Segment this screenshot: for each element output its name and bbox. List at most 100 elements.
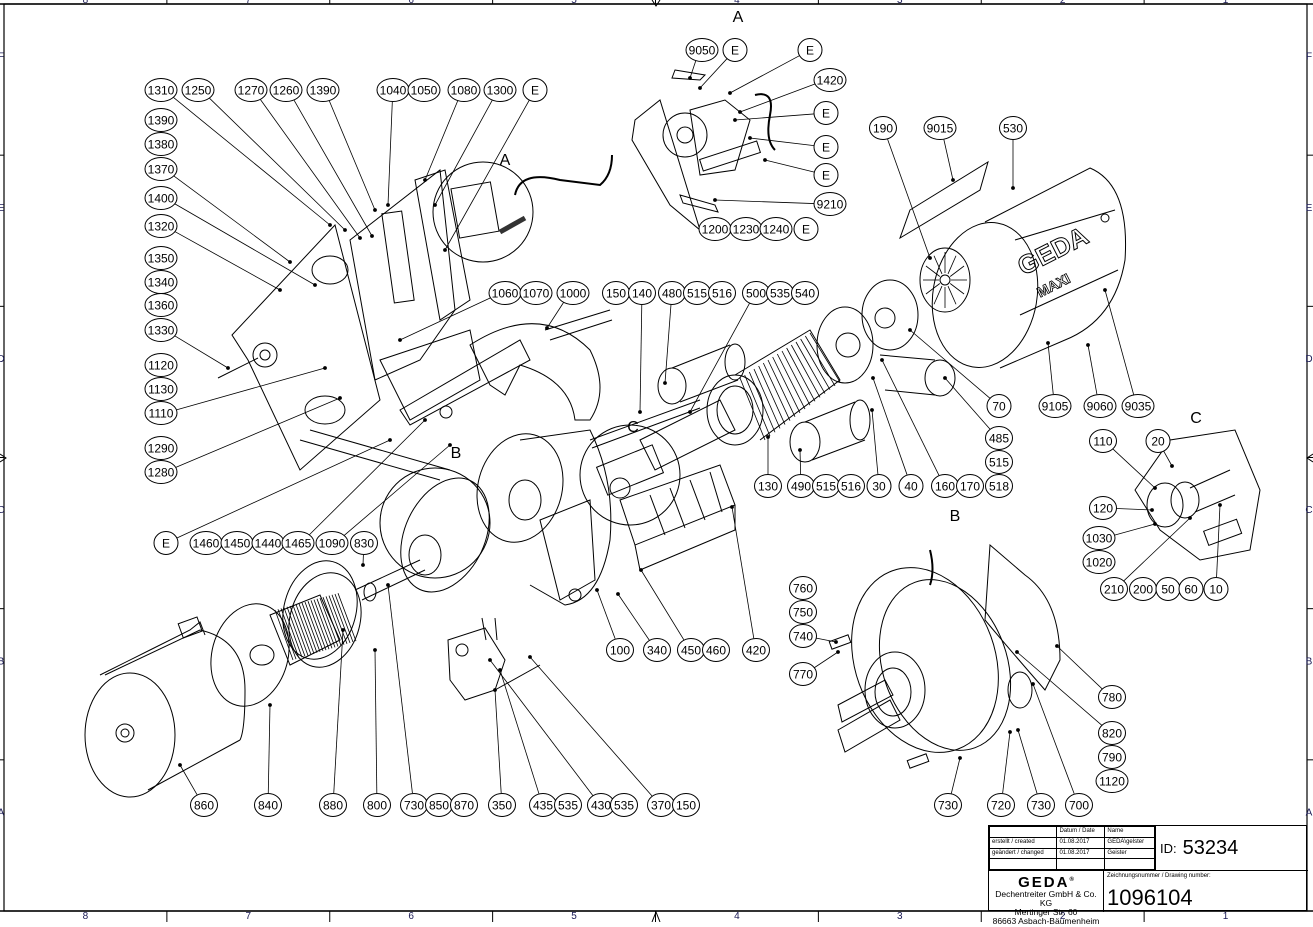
view-label-a: A — [733, 9, 744, 26]
leader-arrow-icon — [689, 77, 692, 80]
callout-balloon: 530 — [1000, 117, 1027, 140]
tb-row-label: geändert / changed — [990, 848, 1057, 859]
leader-line — [1048, 343, 1053, 394]
leader-line — [174, 97, 330, 225]
leader-line — [490, 660, 593, 795]
tb-company-block: GEDA® Dechentreiter GmbH & Co. KG Mertin… — [989, 870, 1104, 912]
callout-number: 1390 — [310, 84, 337, 98]
callout-number: 540 — [795, 287, 815, 301]
zone-row-label: D — [1305, 354, 1312, 365]
leader-arrow-icon — [1154, 487, 1157, 490]
zone-column-label: 8 — [83, 911, 89, 922]
zone-row-label: D — [0, 354, 5, 365]
callout-number: 1400 — [148, 192, 175, 206]
callout-number: 1000 — [560, 287, 587, 301]
callout-number: 1120 — [148, 359, 174, 373]
end-shield-70 — [862, 280, 918, 350]
callout-balloon: 1240 — [760, 218, 792, 241]
callout-number: E — [822, 169, 830, 183]
callout-number: 515 — [816, 480, 836, 494]
leader-lines — [174, 56, 1222, 796]
leader-line — [1033, 684, 1074, 794]
callout-balloon: 1120 — [145, 354, 177, 377]
zone-row-label: A — [1306, 807, 1313, 818]
callout-number: 1280 — [148, 466, 175, 480]
title-block: Datum / Date Name erstellt / created 01.… — [988, 825, 1307, 911]
callout-balloon: 1390 — [145, 109, 177, 132]
callout-number: 1020 — [1086, 556, 1113, 570]
leader-arrow-icon — [749, 137, 752, 140]
leader-arrow-icon — [944, 377, 947, 380]
leader-arrow-icon — [1012, 187, 1015, 190]
callout-number: 1340 — [148, 276, 175, 290]
callout-balloon: 535 — [611, 794, 638, 817]
leader-arrow-icon — [596, 589, 599, 592]
drum-housing-860 — [85, 617, 245, 797]
leader-line — [329, 101, 375, 210]
leader-arrow-icon — [399, 339, 402, 342]
callout-number: 1230 — [733, 223, 760, 237]
leader-line — [294, 100, 372, 236]
zone-column-label: 8 — [83, 0, 89, 6]
leader-line — [180, 765, 197, 795]
leader-arrow-icon — [640, 569, 643, 572]
callout-balloon: 516 — [838, 475, 865, 498]
callout-balloon: 830 — [351, 532, 378, 555]
callout-balloon: 9060 — [1084, 395, 1116, 418]
leader-line — [873, 378, 907, 475]
callout-number: E — [822, 141, 830, 155]
leader-arrow-icon — [729, 92, 732, 95]
callout-number: 730 — [404, 799, 424, 813]
leader-arrow-icon — [371, 235, 374, 238]
callout-number: 60 — [1184, 583, 1198, 597]
leader-line — [388, 585, 412, 793]
capacitor-490 — [790, 400, 870, 462]
leader-line — [388, 102, 392, 205]
callout-number: 480 — [662, 287, 682, 301]
callout-number: 1200 — [702, 223, 729, 237]
zone-column-label: 1 — [1223, 0, 1229, 6]
leader-arrow-icon — [664, 382, 667, 385]
callout-number: 840 — [258, 799, 278, 813]
callout-balloon: 70 — [987, 395, 1011, 418]
leader-line — [700, 59, 727, 88]
callout-balloon: 485 — [986, 427, 1013, 450]
leader-arrow-icon — [489, 659, 492, 662]
callout-number: 485 — [989, 432, 1009, 446]
callout-balloon: 1070 — [520, 282, 552, 305]
callout-number: E — [822, 107, 830, 121]
callout-balloon: 1465 — [282, 532, 314, 555]
tb-id-value: 53234 — [1183, 837, 1239, 860]
tb-row-changed: geändert / changed 01.08.2017 Geister — [990, 848, 1155, 859]
callout-balloon: 700 — [1066, 794, 1093, 817]
frame-stand — [218, 170, 530, 480]
leader-arrow-icon — [494, 689, 497, 692]
callout-balloon: 60 — [1179, 578, 1203, 601]
leader-arrow-icon — [731, 506, 734, 509]
zone-column-label: 1 — [1223, 911, 1229, 922]
callout-balloon: 860 — [191, 794, 218, 817]
callout-number: 535 — [770, 287, 790, 301]
callout-number: 9050 — [689, 44, 716, 58]
detail-a-enlarged — [632, 70, 775, 230]
callout-balloon: 515 — [986, 451, 1013, 474]
zone-row-label: F — [1306, 52, 1312, 63]
callout-number: 10 — [1209, 583, 1223, 597]
leader-arrow-icon — [1032, 683, 1035, 686]
callout-number: 130 — [758, 480, 778, 494]
callout-balloon: 435 — [530, 794, 557, 817]
callout-number: E — [531, 84, 539, 98]
drawing-number: 1096104 — [1107, 885, 1193, 911]
bracket-350 — [448, 618, 540, 700]
leader-arrow-icon — [734, 119, 737, 122]
leader-line — [750, 138, 814, 146]
callout-number: 435 — [533, 799, 553, 813]
zone-column-label: 3 — [897, 0, 903, 6]
callout-balloon: 9105 — [1039, 395, 1071, 418]
callout-balloon: 720 — [988, 794, 1015, 817]
callout-balloon: 130 — [755, 475, 782, 498]
leader-arrow-icon — [424, 179, 427, 182]
zone-row-label: C — [1305, 505, 1312, 516]
leader-line — [944, 140, 953, 180]
callout-balloon: 1280 — [145, 461, 177, 484]
